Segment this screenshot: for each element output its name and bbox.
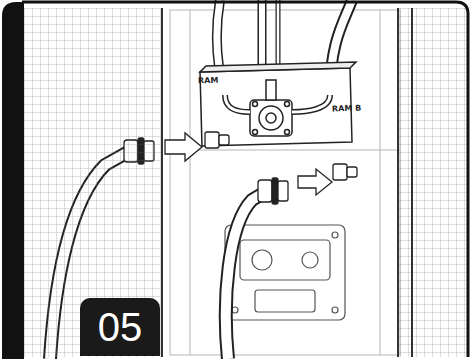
- step-number-box: 05: [80, 298, 160, 356]
- step-number: 05: [98, 307, 143, 347]
- guard-frame: [162, 8, 412, 357]
- port-label: RAM: [198, 76, 219, 86]
- panel-side-band: [2, 2, 24, 359]
- port-fittings: [205, 132, 357, 180]
- mesh-guard: [398, 8, 468, 357]
- port-label: RAM B: [332, 103, 361, 113]
- background-frame: [170, 10, 400, 355]
- coupler-b: [258, 178, 288, 204]
- direction-arrow: [165, 133, 202, 161]
- hose-b: [226, 194, 262, 359]
- panel-border: [22, 2, 468, 357]
- mesh-guard: [22, 8, 162, 357]
- pump-unit: [225, 225, 345, 320]
- direction-arrow: [298, 169, 332, 195]
